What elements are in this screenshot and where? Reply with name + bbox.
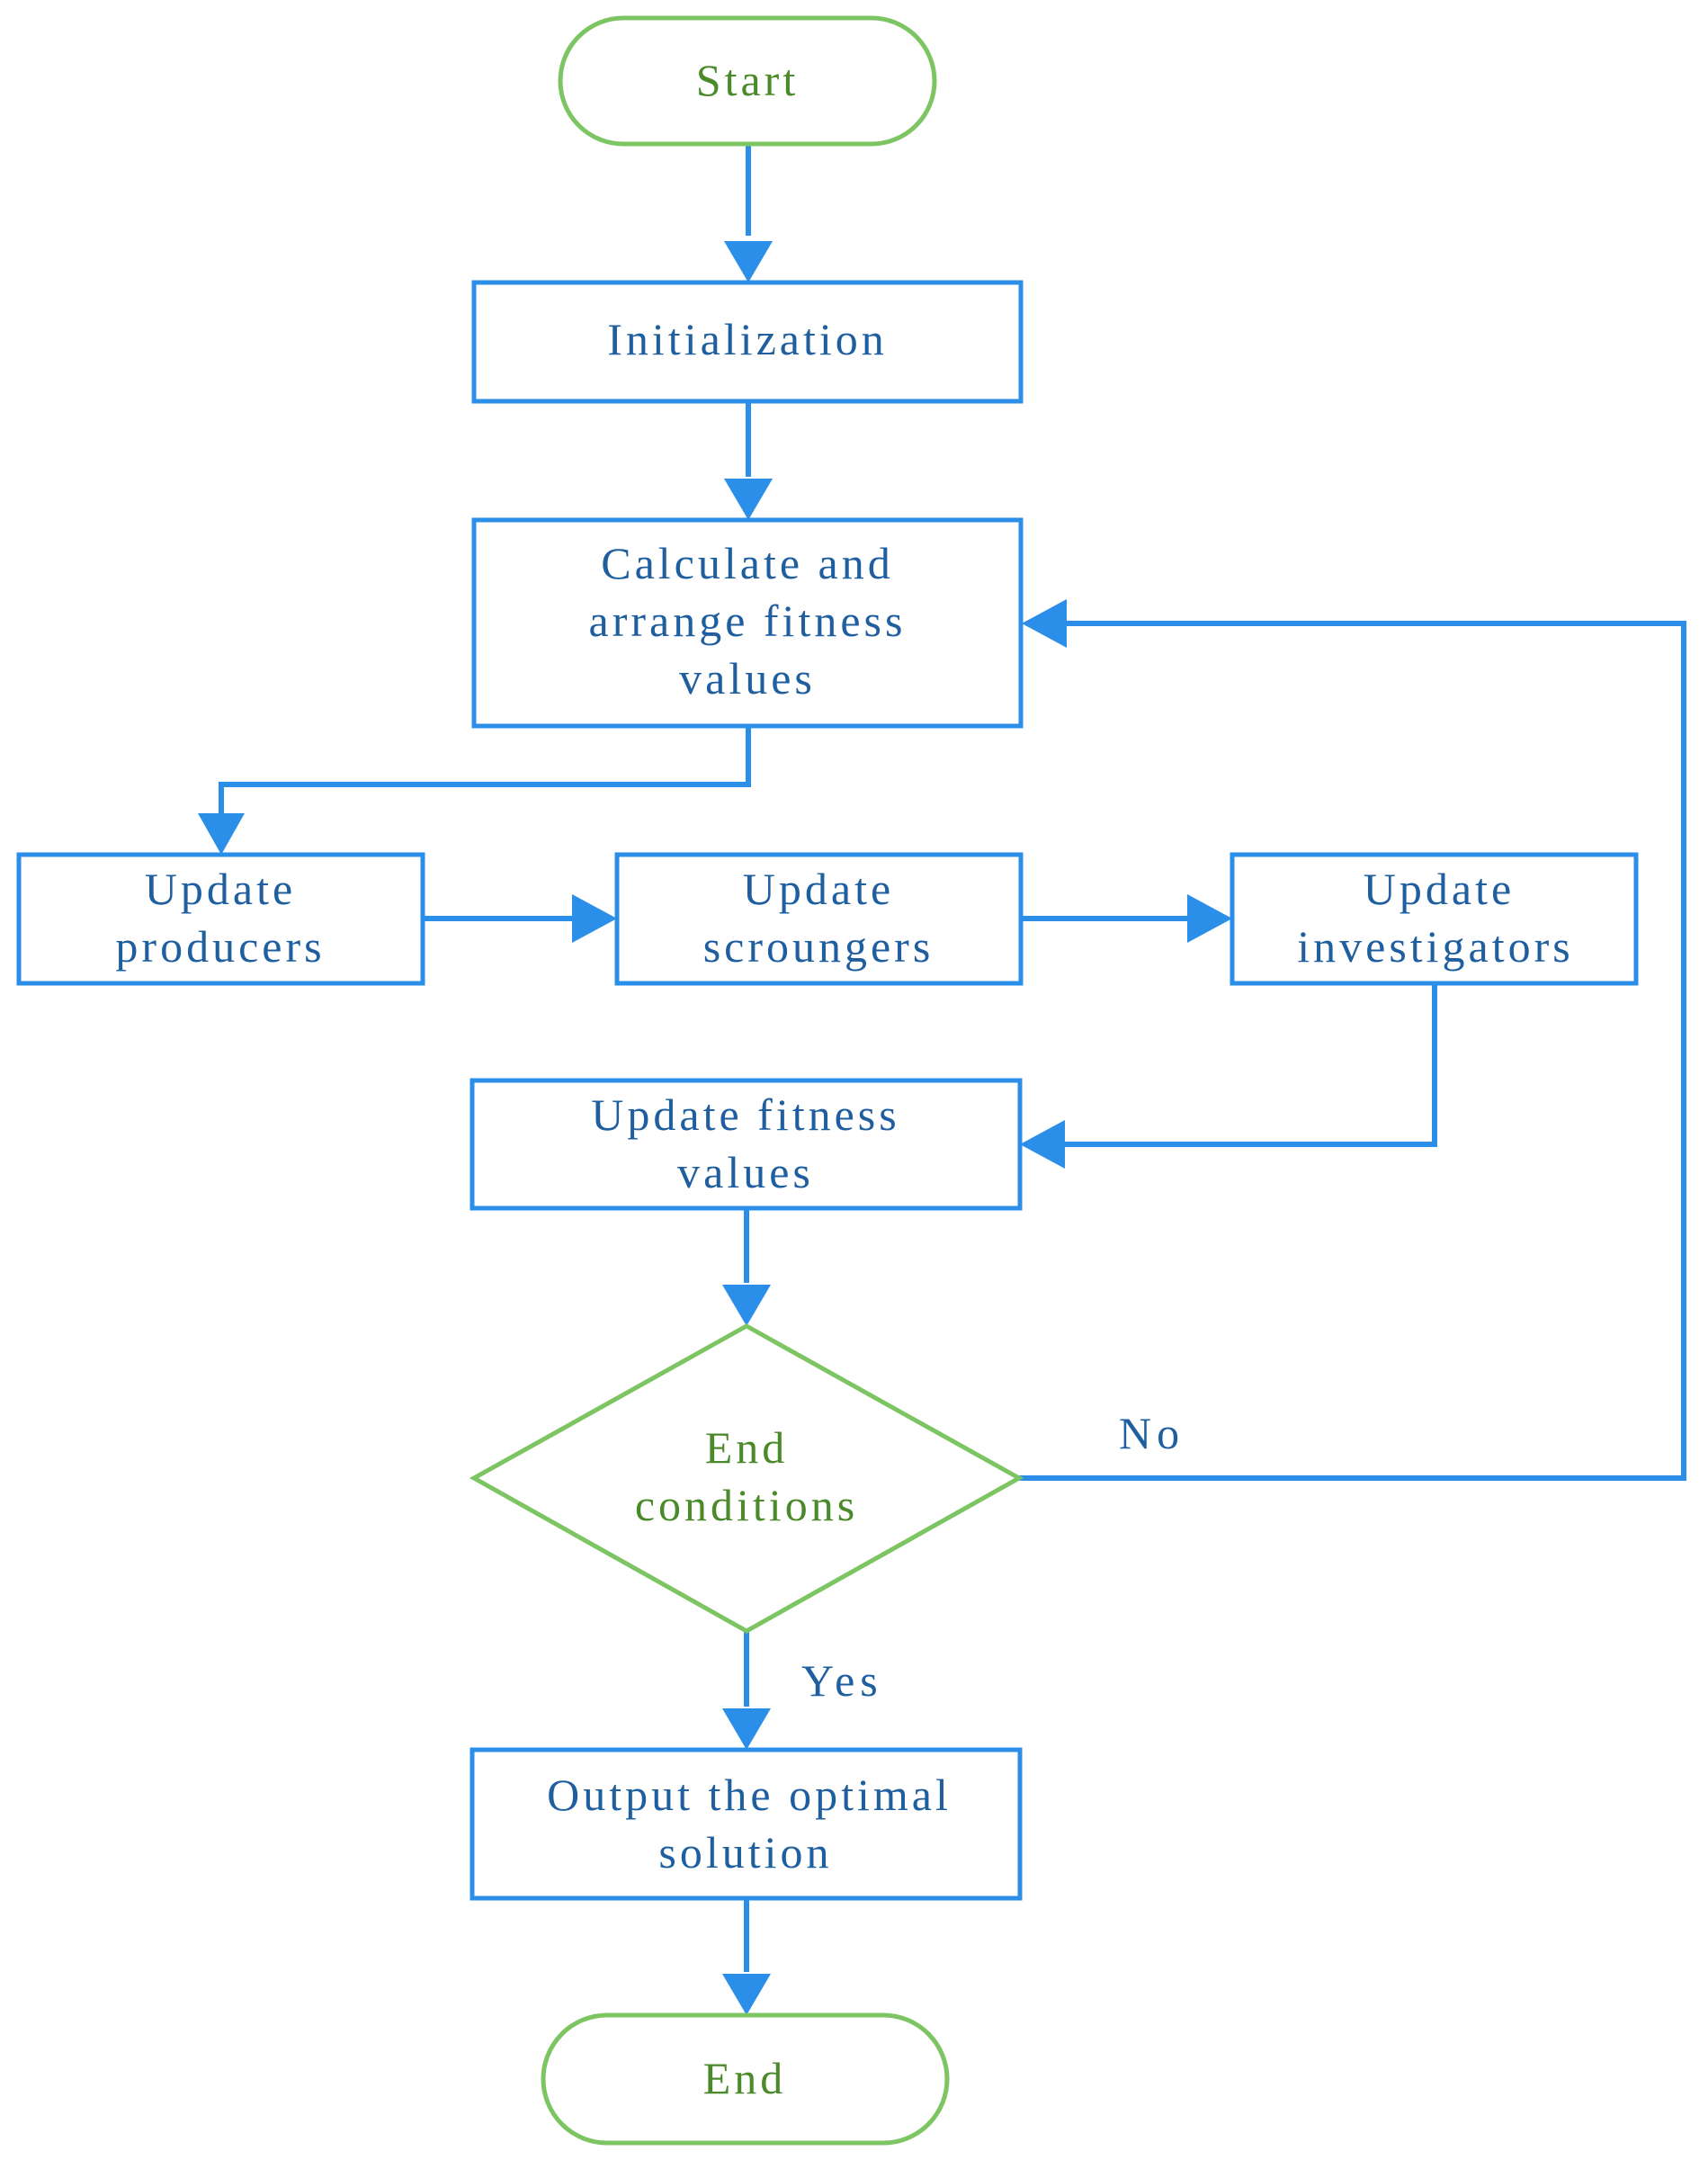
update-investigators-shape	[1230, 852, 1639, 986]
update-fitness-line-1: Update fitness	[591, 1089, 899, 1140]
arrowhead-initialization	[724, 241, 773, 282]
update-scroungers-line-1: Update	[743, 864, 894, 914]
end-terminal: End	[541, 2012, 950, 2146]
arrowhead-end	[722, 1974, 771, 2015]
calculate-fitness-shape	[471, 517, 1024, 729]
update-investigators-line-1: Update	[1364, 864, 1515, 914]
connectors	[198, 144, 1686, 2015]
arrow-no-loop-back	[1019, 621, 1686, 1481]
update-fitness-box: Update fitness values	[469, 1078, 1023, 1211]
update-producers-line-2: producers	[115, 921, 325, 972]
initialization-shape	[471, 280, 1024, 404]
end-terminal-shape	[541, 2012, 950, 2146]
arrowhead-update-fitness	[1020, 1120, 1065, 1169]
arrowhead-end-conditions	[722, 1285, 771, 1326]
update-investigators-line-2: investigators	[1297, 921, 1574, 972]
end-label: End	[703, 2053, 787, 2103]
update-scroungers-box: Update scroungers	[614, 852, 1024, 986]
end-conditions-shape	[469, 1323, 1024, 1634]
arrowhead-loop-calculate	[1022, 599, 1067, 648]
output-solution-line-2: solution	[658, 1827, 832, 1878]
arrow-investigators-to-update-fitness	[1065, 983, 1437, 1147]
yes-label: Yes	[801, 1655, 883, 1706]
start-terminal-shape	[558, 15, 937, 147]
end-conditions-decision: End conditions	[469, 1323, 1024, 1634]
calculate-fitness-line-1: Calculate and	[601, 538, 894, 588]
update-investigators-box: Update investigators	[1230, 852, 1639, 986]
end-conditions-line-1: End	[705, 1422, 789, 1473]
update-scroungers-shape	[614, 852, 1024, 986]
arrow-calculate-to-producers	[219, 726, 751, 813]
start-label: Start	[696, 55, 799, 105]
update-fitness-shape	[469, 1078, 1023, 1211]
initialization-label: Initialization	[607, 314, 887, 364]
arrowhead-producers	[198, 813, 245, 855]
update-producers-line-1: Update	[145, 864, 296, 914]
arrowhead-output	[722, 1708, 771, 1750]
initialization-box: Initialization	[471, 280, 1024, 404]
start-terminal: Start	[558, 15, 937, 147]
update-producers-box: Update producers	[16, 852, 425, 986]
arrowhead-investigators	[1187, 894, 1232, 943]
output-solution-line-1: Output the optimal	[547, 1770, 952, 1820]
output-solution-shape	[469, 1747, 1023, 1901]
update-fitness-line-2: values	[677, 1147, 814, 1197]
update-scroungers-line-2: scroungers	[703, 921, 934, 972]
calculate-fitness-line-2: arrange fitness	[589, 596, 907, 646]
arrowhead-calculate	[724, 479, 773, 520]
no-label: No	[1119, 1408, 1185, 1458]
output-solution-box: Output the optimal solution	[469, 1747, 1023, 1901]
calculate-fitness-box: Calculate and arrange fitness values	[471, 517, 1024, 729]
update-producers-shape	[16, 852, 425, 986]
calculate-fitness-line-3: values	[679, 653, 816, 704]
end-conditions-line-2: conditions	[635, 1480, 858, 1530]
arrowhead-scroungers	[572, 894, 617, 943]
